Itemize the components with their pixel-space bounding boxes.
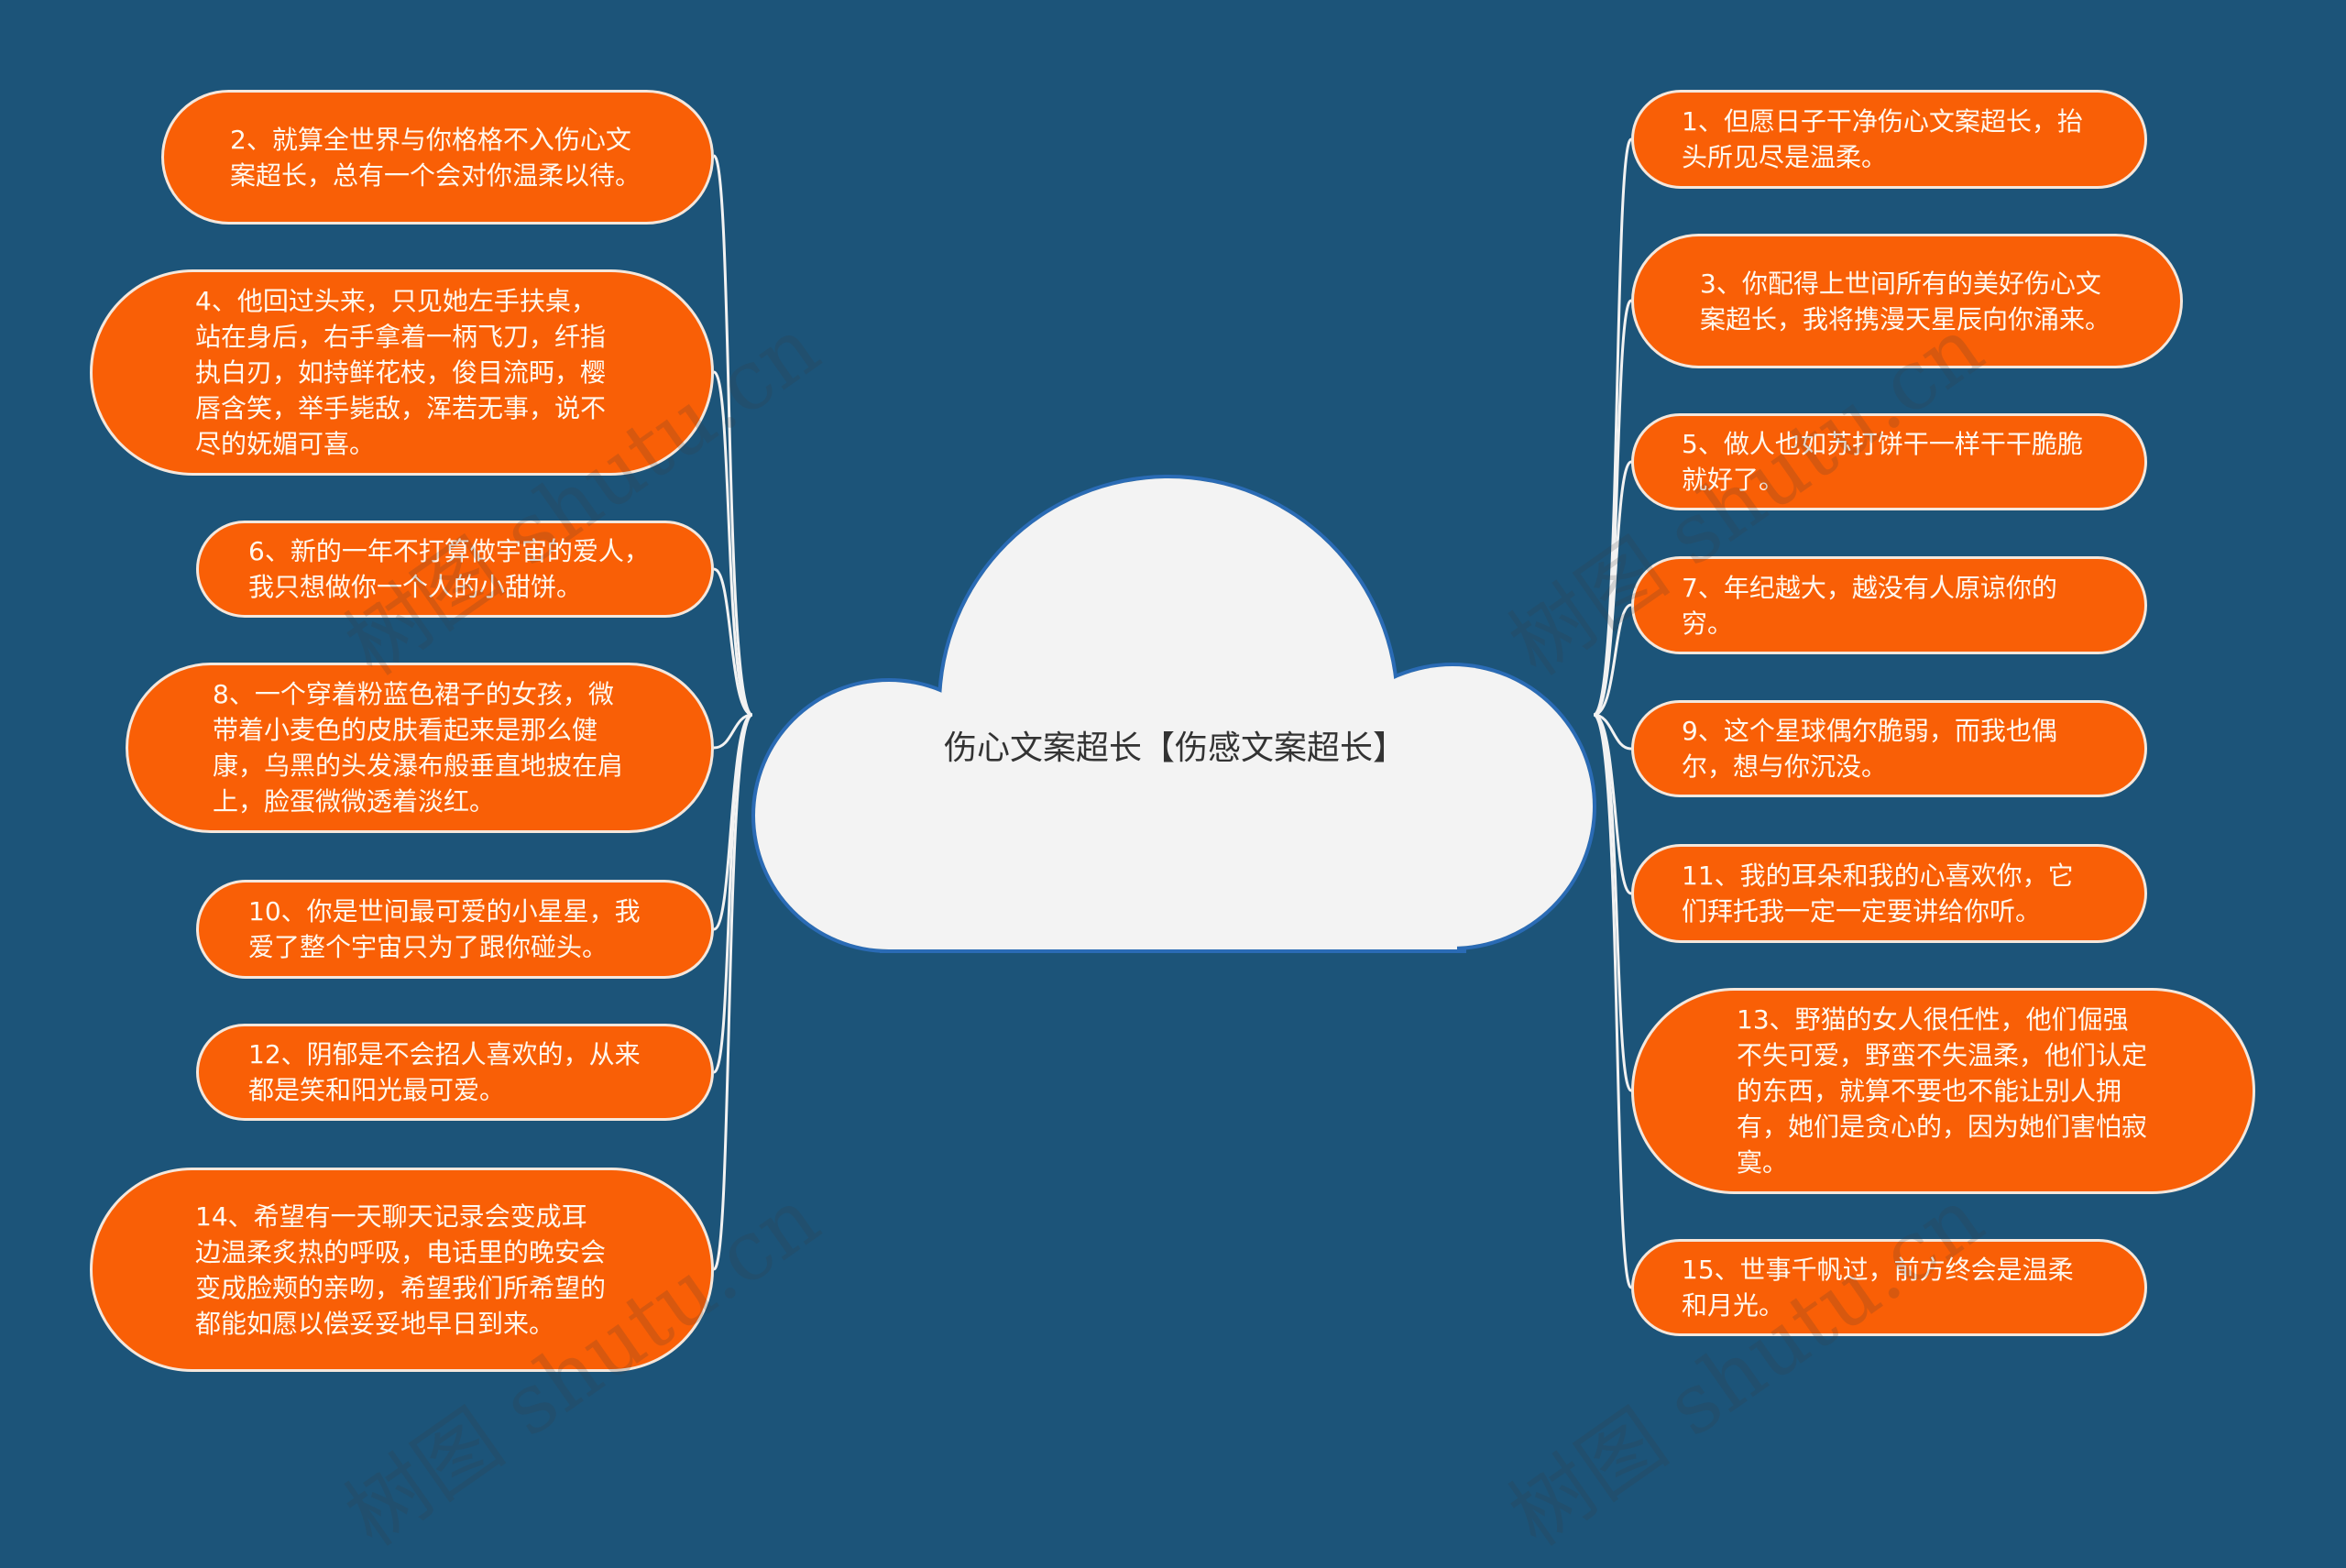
- topic-node-right-3[interactable]: 3、你配得上世间所有的美好伤心文案超长，我将携漫天星辰向你涌来。: [1631, 234, 2183, 368]
- node-label: 13、野猫的女人很任性，他们倔强不失可爱，野蛮不失温柔，他们认定的东西，就算不要…: [1737, 1004, 2148, 1178]
- connector-lines: [712, 137, 1633, 1289]
- node-label: 4、他回过头来，只见她左手扶桌，站在身后，右手拿着一柄飞刀，纤指执白刃，如持鲜花…: [195, 286, 607, 459]
- topic-node-right-1[interactable]: 1、但愿日子干净伤心文案超长，抬头所见尽是温柔。: [1631, 90, 2147, 189]
- node-label: 1、但愿日子干净伤心文案超长，抬头所见尽是温柔。: [1682, 106, 2083, 172]
- node-label: 14、希望有一天聊天记录会变成耳边温柔炙热的呼吸，电话里的晚安会变成脸颊的亲吻，…: [195, 1201, 607, 1339]
- topic-node-right-13[interactable]: 13、野猫的女人很任性，他们倔强不失可爱，野蛮不失温柔，他们认定的东西，就算不要…: [1631, 988, 2255, 1194]
- topic-node-right-7[interactable]: 7、年纪越大，越没有人原谅你的穷。: [1631, 556, 2147, 654]
- topic-node-left-6[interactable]: 6、新的一年不打算做宇宙的爱人，我只想做你一个人的小甜饼。: [196, 521, 714, 618]
- connector-left-4: [712, 370, 753, 717]
- topic-node-left-4[interactable]: 4、他回过头来，只见她左手扶桌，站在身后，右手拿着一柄飞刀，纤指执白刃，如持鲜花…: [90, 269, 714, 476]
- node-label: 8、一个穿着粉蓝色裙子的女孩，微带着小麦色的皮肤看起来是那么健康，乌黑的头发瀑布…: [213, 679, 624, 817]
- connector-right-15: [1592, 713, 1633, 1289]
- topic-node-left-12[interactable]: 12、阴郁是不会招人喜欢的，从来都是笑和阳光最可爱。: [196, 1024, 714, 1121]
- connector-right-5: [1593, 460, 1633, 717]
- central-topic-title: 伤心文案超长【伤感文案超长】: [944, 729, 1407, 767]
- topic-node-left-14[interactable]: 14、希望有一天聊天记录会变成耳边温柔炙热的呼吸，电话里的晚安会变成脸颊的亲吻，…: [90, 1168, 714, 1372]
- node-label: 5、做人也如苏打饼干一样干干脆脆就好了。: [1682, 429, 2083, 495]
- node-label: 6、新的一年不打算做宇宙的爱人，我只想做你一个人的小甜饼。: [248, 536, 650, 602]
- connector-left-6: [713, 567, 753, 717]
- central-cloud[interactable]: [751, 475, 1596, 953]
- topic-node-right-5[interactable]: 5、做人也如苏打饼干一样干干脆脆就好了。: [1631, 413, 2147, 510]
- topic-node-right-15[interactable]: 15、世事千帆过，前方终会是温柔和月光。: [1631, 1239, 2147, 1336]
- connector-right-1: [1592, 137, 1633, 717]
- connector-left-14: [712, 713, 754, 1271]
- node-label: 9、这个星球偶尔脆弱，而我也偶尔，想与你沉没。: [1682, 716, 2057, 782]
- node-label: 11、我的耳朵和我的心喜欢你，它们拜托我一定一定要讲给你听。: [1682, 861, 2074, 927]
- node-label: 7、年纪越大，越没有人原谅你的穷。: [1682, 572, 2057, 639]
- topic-node-left-10[interactable]: 10、你是世间最可爱的小星星，我爱了整个宇宙只为了跟你碰头。: [196, 880, 714, 979]
- topic-node-right-9[interactable]: 9、这个星球偶尔脆弱，而我也偶尔，想与你沉没。: [1631, 700, 2147, 797]
- node-label: 12、阴郁是不会招人喜欢的，从来都是笑和阳光最可爱。: [248, 1039, 641, 1105]
- connector-right-7: [1593, 603, 1632, 717]
- connector-right-13: [1593, 713, 1633, 1092]
- connector-left-2: [712, 154, 754, 717]
- topic-node-left-2[interactable]: 2、就算全世界与你格格不入伤心文案超长，总有一个会对你温柔以待。: [161, 90, 714, 225]
- node-label: 15、世事千帆过，前方终会是温柔和月光。: [1682, 1255, 2074, 1321]
- connector-left-12: [712, 713, 753, 1074]
- node-label: 10、你是世间最可爱的小星星，我爱了整个宇宙只为了跟你碰头。: [248, 896, 641, 962]
- node-label: 2、就算全世界与你格格不入伤心文案超长，总有一个会对你温柔以待。: [230, 124, 641, 191]
- topic-node-left-8[interactable]: 8、一个穿着粉蓝色裙子的女孩，微带着小麦色的皮肤看起来是那么健康，乌黑的头发瀑布…: [126, 663, 714, 833]
- node-label: 3、你配得上世间所有的美好伤心文案超长，我将携漫天星辰向你涌来。: [1700, 268, 2111, 334]
- connector-left-8: [713, 713, 753, 750]
- topic-node-right-11[interactable]: 11、我的耳朵和我的心喜欢你，它们拜托我一定一定要讲给你听。: [1631, 844, 2147, 943]
